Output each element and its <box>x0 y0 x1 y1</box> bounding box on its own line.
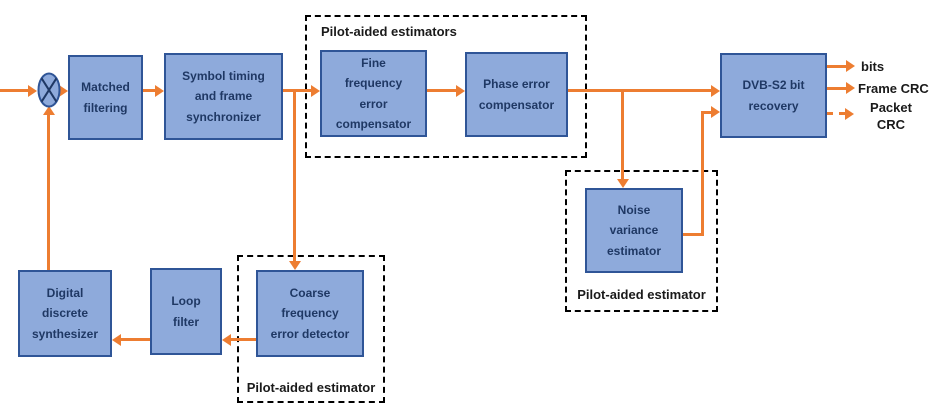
group-pilot-aided-estimators-label: Pilot-aided estimators <box>321 24 457 39</box>
connector-coarse-to-loop-line <box>231 338 256 341</box>
connector-fine-to-phase-arrowhead <box>456 85 465 97</box>
connector-branch-to-coarse-line <box>293 89 296 262</box>
connector-symbol-to-fine-line <box>283 89 312 92</box>
connector-phase-to-dvbs2-line <box>568 89 712 92</box>
connector-loop-to-dds-line <box>121 338 150 341</box>
connector-coarse-to-loop-arrowhead <box>222 334 231 346</box>
group-pilot-aided-estimator-noise-label: Pilot-aided estimator <box>577 287 706 302</box>
group-pilot-aided-estimator-noise: Pilot-aided estimator <box>565 170 718 312</box>
connector-noise-out-line <box>683 233 704 236</box>
connector-noise-up-line <box>701 111 704 236</box>
connector-loop-to-dds-arrowhead <box>112 334 121 346</box>
connector-dds-to-multiplier-line <box>47 115 50 270</box>
connector-fine-to-phase-line <box>427 89 457 92</box>
multiplier-node <box>37 72 61 108</box>
connector-matched-to-symbol-arrowhead <box>155 85 164 97</box>
connector-noise-to-dvbs2-line <box>701 111 712 114</box>
output-bits-label: bits <box>861 59 885 74</box>
connector-input-line <box>0 89 29 92</box>
group-pilot-aided-estimator-coarse: Pilot-aided estimator <box>237 255 385 403</box>
connector-packet-crc-dashed-line <box>827 112 845 115</box>
group-pilot-aided-estimators: Pilot-aided estimators <box>305 15 587 158</box>
circled-times-icon <box>37 72 61 108</box>
connector-symbol-to-fine-arrowhead <box>311 85 320 97</box>
connector-input-arrowhead <box>28 85 37 97</box>
connector-phase-to-dvbs2-arrowhead <box>711 85 720 97</box>
connector-branch-to-noise-arrowhead <box>617 179 629 188</box>
output-frame-crc-label: Frame CRC <box>858 81 929 96</box>
connector-bits-arrowhead <box>846 60 855 72</box>
connector-branch-to-noise-line <box>621 89 624 180</box>
connector-noise-to-dvbs2-arrowhead <box>711 106 720 118</box>
connector-matched-to-symbol-line <box>143 89 156 92</box>
connector-packet-crc-arrowhead <box>845 108 854 120</box>
connector-multiplier-to-matched-arrowhead <box>59 85 68 97</box>
connector-branch-to-coarse-arrowhead <box>289 261 301 270</box>
connector-bits-line <box>827 65 847 68</box>
group-pilot-aided-estimator-coarse-label: Pilot-aided estimator <box>246 380 376 395</box>
connector-frame-crc-arrowhead <box>846 82 855 94</box>
connector-dds-to-multiplier-arrowhead <box>43 106 55 115</box>
connector-frame-crc-line <box>827 87 847 90</box>
